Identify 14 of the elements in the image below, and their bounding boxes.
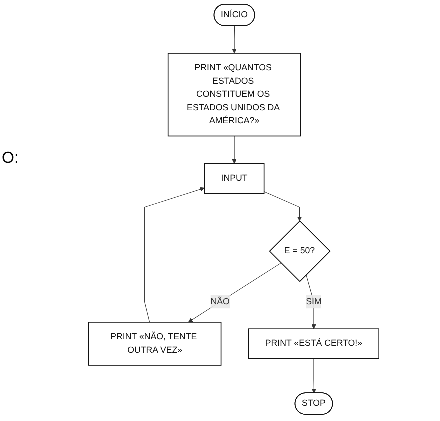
node-diamond: E = 50? [269, 220, 331, 282]
edge-label: NÃO [210, 297, 230, 306]
arrow [188, 262, 282, 323]
arrow [312, 358, 317, 394]
edge-label: SIM [306, 297, 322, 306]
label-text: O: [2, 150, 19, 168]
arrow [232, 26, 237, 54]
arrow [232, 136, 237, 164]
arrow [264, 192, 302, 222]
node-box: INPUT [204, 163, 265, 194]
arrow [144, 187, 205, 323]
node-box: PRINT «QUANTOS ESTADOS CONSTITUEM OS ESTADOS UNIDOS DA AMÉRICA?» [168, 53, 302, 137]
node-box: PRINT «NÃO, TENTE OUTRA VEZ» [88, 322, 222, 366]
node-box: PRINT «ESTÁ CERTO!» [248, 328, 380, 360]
